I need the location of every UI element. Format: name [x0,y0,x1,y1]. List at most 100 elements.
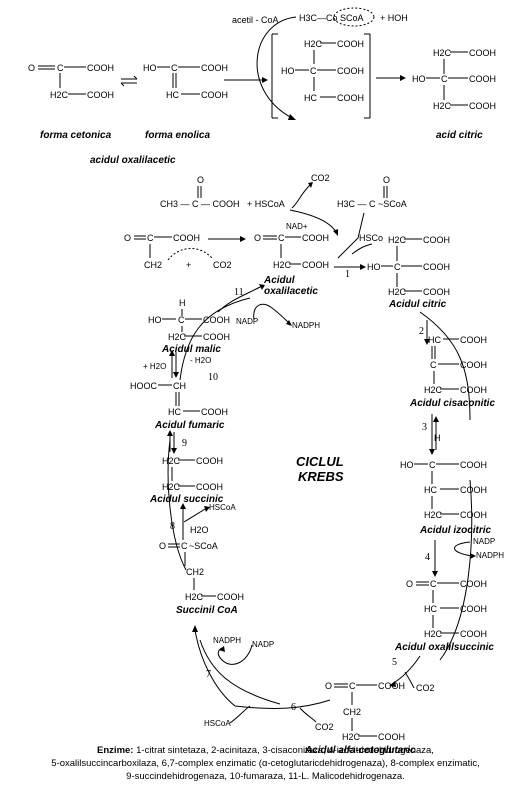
hsco-label: HSCo [359,233,383,243]
int-ho: HO [281,66,295,76]
suc-cooh-2: COOH [196,482,223,492]
step5-co2: CO2 [416,683,435,693]
step4-nadph: NADPH [476,551,504,560]
oxl-c: C [147,233,154,243]
cit-cooh-1: COOH [423,235,450,245]
suc-cooh-1: COOH [196,456,223,466]
akg-cooh-2: COOH [378,732,405,742]
step8-hscoa: HSCoA [209,503,236,512]
oxs-cooh-2: COOH [460,604,487,614]
cit-h2c-1: H2C [388,235,407,245]
cit-c: C [394,262,401,272]
cit-h2c-2: H2C [388,287,407,297]
mal-ho: HO [148,315,162,325]
fum-hooc: HOOC [130,381,158,391]
pyruvate-structure: O CH3 — C — COOH + HSCoA [160,175,285,209]
oxc-cooh-2: COOH [302,260,329,270]
acetyl-formula: H3C—Co [299,13,338,23]
int-cooh-1: COOH [337,39,364,49]
pyr-o: O [197,175,204,185]
step-2: 2 [419,326,424,337]
citric-name: Acidul citric [388,299,447,310]
akg-cooh-1: COOH [378,681,405,691]
mal-cooh-1: COOH [203,315,230,325]
oxs-cooh-1: COOH [460,579,487,589]
cycle-title-line1: CICLUL [296,454,344,469]
oxs-o: O [406,579,413,589]
oxaloacetate-center: O C COOH H2C COOH [254,233,329,270]
iso-cooh-2: COOH [460,485,487,495]
acetyl-scoa-structure: O H3C — C ~SCoA [337,175,407,209]
akg-h2c: H2C [342,732,361,742]
succinic-name: Acidul succinic [149,494,224,505]
pyruvate-formula: CH3 — C — COOH [160,199,240,209]
step6-co2: CO2 [315,722,334,732]
sc-c: C [181,541,188,551]
mal-c: C [178,315,185,325]
step6-hscoa: HSCoA [204,719,231,728]
oxc-c: C [278,233,285,243]
sc-o: O [159,541,166,551]
iso-ho: HO [400,460,414,470]
oxl-ch2: CH2 [144,260,162,270]
keto-h2c: H2C [50,90,69,100]
akg-c: C [349,681,356,691]
oxaloacetate-left: O C COOH CH2 + CO2 [124,233,232,270]
cit-cooh-2: COOH [423,262,450,272]
keto-cooh-1: COOH [87,63,114,73]
citric-acid-top: H2C COOH HO C COOH H2C COOH [412,48,496,111]
fum-ch: CH [173,381,186,391]
step-3: 3 [422,422,427,433]
enol-c: C [171,63,178,73]
fum-hc: HC [168,407,181,417]
legend-heading: Enzime: [97,745,134,756]
cycle-title-line2: KREBS [298,469,344,484]
enzyme-legend: Enzime: 1-citrat sintetaza, 2-acinitaza,… [0,744,531,783]
acetyl-scoa-formula: H3C — C ~SCoA [337,199,407,209]
mal-cooh-2: COOH [203,332,230,342]
cit-top-cooh-2: COOH [469,74,496,84]
step11-nadph: NADPH [292,321,320,330]
pyruvate-hscoa: + HSCoA [247,199,285,209]
iso-cooh-3: COOH [460,510,487,520]
iso-c: C [429,460,436,470]
step8-h2o: H2O [190,525,209,535]
citryl-intermediate: H2C COOH HO C COOH HC COOH [271,33,371,119]
step-9: 9 [182,438,187,449]
mal-h2c: H2C [168,332,187,342]
cis-c: C [430,360,437,370]
malic-name: Acidul malic [161,344,221,355]
cit-top-h2c-1: H2C [433,48,452,58]
cit-top-cooh-1: COOH [469,48,496,58]
iso-cooh-1: COOH [460,460,487,470]
keto-cooh-2: COOH [87,90,114,100]
suc-h2c-1: H2C [162,456,181,466]
cis-hc: HC [428,335,441,345]
sc-ch2: CH2 [186,567,204,577]
keto-form-label: forma cetonica [40,130,112,141]
tautomer-equilibrium-arrow [120,75,138,87]
step-1: 1 [345,269,350,280]
iso-hc: HC [424,485,437,495]
keto-o: O [28,63,35,73]
isocitric-structure: HO C COOH HC COOH H2C COOH [400,460,487,520]
step7-nadph: NADPH [213,636,241,645]
akg-ch2: CH2 [343,707,361,717]
cit-ho: HO [367,262,381,272]
cit-top-cooh-3: COOH [469,101,496,111]
oxs-cooh-3: COOH [460,629,487,639]
enol-cooh-1: COOH [201,63,228,73]
oxaloacetic-name-1: Acidul [263,275,295,286]
oxc-cooh-1: COOH [302,233,329,243]
int-cooh-2: COOH [337,66,364,76]
int-h2c: H2C [304,39,323,49]
step10-minus-h2o: - H2O [190,356,211,365]
enol-ho: HO [143,63,157,73]
cis-cooh-1: COOH [460,335,487,345]
succinic-structure: H2C COOH H2C COOH [162,456,223,492]
cis-h2c: H2C [424,385,443,395]
oxl-cooh: COOH [173,233,200,243]
cit-top-ho: HO [412,74,426,84]
oxaloacetic-acid-label: acidul oxalilacetic [90,155,176,166]
